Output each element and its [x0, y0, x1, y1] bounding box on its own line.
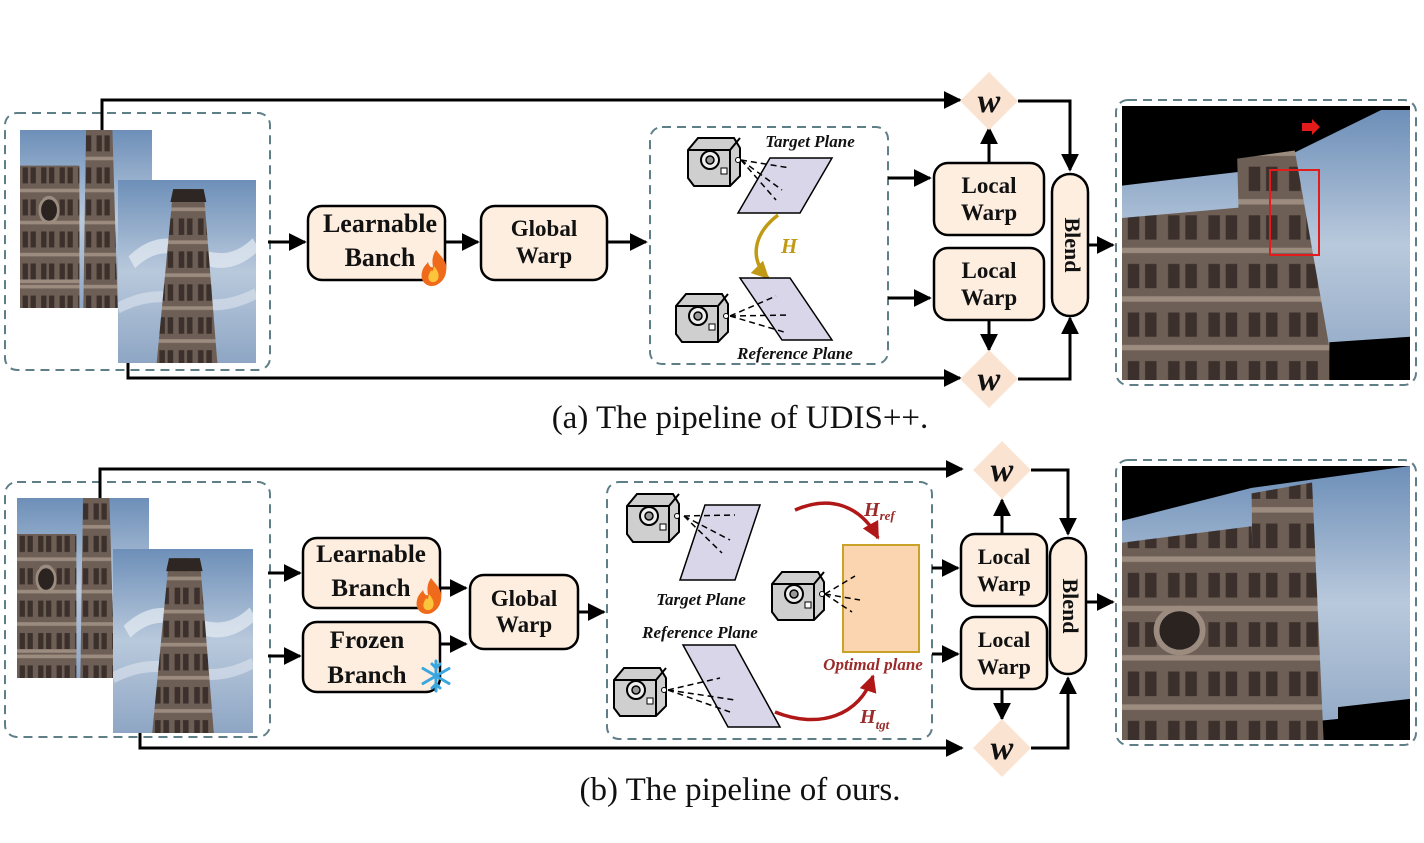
- b-learnable-branch-box: [301, 536, 442, 610]
- a-homography-label: H: [780, 234, 798, 258]
- b-blend-box: [1048, 536, 1088, 676]
- b-optimal-camera-icon: [771, 571, 826, 621]
- a-input-image-target: [118, 180, 256, 363]
- b-bypass-top-arrow: [98, 460, 964, 498]
- b-reference-plane-shape: [681, 644, 782, 728]
- a-target-plane-shape: [736, 157, 834, 214]
- a-caption: (a) The pipeline of UDIS++.: [552, 400, 929, 436]
- b-weight-diamond-bottom: [973, 719, 1031, 777]
- b-output-group: [1115, 459, 1417, 746]
- b-input-image-target: [113, 549, 253, 733]
- b-local1-label-line2: Warp: [977, 571, 1031, 596]
- a-blend-label: Blend: [1060, 217, 1085, 272]
- red-arrow-icon: [1302, 119, 1320, 135]
- b-local2-label-line1: Local: [978, 627, 1031, 652]
- a-output-image: [1122, 106, 1410, 380]
- a-weight-diamond-bottom: [960, 350, 1018, 408]
- a-global-label-line1: Global: [511, 216, 577, 241]
- panel-b: Learnable Branch Frozen Branch Global Wa…: [4, 441, 1417, 808]
- b-local-warp-box-2: [959, 615, 1049, 691]
- b-global-label-line2: Warp: [496, 612, 552, 637]
- b-htgt-main: H: [859, 706, 877, 728]
- b-local2-label-line2: Warp: [977, 654, 1031, 679]
- b-input-group: [4, 481, 271, 738]
- b-frozen-label-line2: Branch: [327, 662, 406, 689]
- a-reference-camera-icon: [675, 293, 730, 343]
- b-href-curve: [794, 501, 880, 540]
- b-reference-plane-label: Reference Plane: [641, 623, 758, 642]
- b-learnable-label-line1: Learnable: [316, 541, 426, 568]
- b-href-sub: ref: [880, 508, 897, 523]
- a-bypass-top-arrow: [100, 91, 962, 130]
- b-htgt-sub: tgt: [876, 717, 890, 732]
- b-weight-label-bottom: w: [991, 730, 1014, 767]
- b-output-image: [1122, 466, 1410, 740]
- a-target-camera-icon: [687, 137, 742, 187]
- b-local-warp-box-1: [959, 532, 1049, 608]
- a-reference-plane-label: Reference Plane: [736, 344, 853, 363]
- a-output-group: [1115, 99, 1417, 386]
- a-learnable-label-line2: Banch: [345, 243, 416, 272]
- b-target-camera-icon: [626, 493, 681, 543]
- a-homography-group: [649, 126, 889, 365]
- b-global-label-line1: Global: [491, 586, 557, 611]
- a-weight-diamond-top: [960, 72, 1018, 130]
- b-weight-diamond-top: [973, 441, 1031, 499]
- b-target-plane-shape: [678, 504, 762, 581]
- a-arrow-w-blend-bottom: [1018, 316, 1079, 381]
- b-learnable-label-line2: Branch: [331, 575, 410, 602]
- b-optimal-plane-shape: [842, 544, 920, 653]
- b-htgt-curve: [774, 674, 877, 722]
- a-arrow-w-blend-top: [1018, 99, 1079, 172]
- flame-icon: [421, 250, 447, 286]
- b-frozen-branch-box: [301, 620, 442, 694]
- a-weight-label-top: w: [978, 83, 1001, 120]
- b-href-main: H: [863, 499, 881, 521]
- a-global-label-line2: Warp: [516, 243, 572, 268]
- a-local2-label-line2: Warp: [961, 285, 1017, 310]
- a-local1-label-line2: Warp: [961, 200, 1017, 225]
- b-local1-label-line1: Local: [978, 544, 1031, 569]
- b-href-label: Href: [863, 499, 896, 523]
- b-homography-group: [606, 481, 933, 740]
- a-homography-curve: [750, 213, 780, 280]
- a-target-plane-label: Target Plane: [765, 132, 855, 151]
- b-reference-camera-icon: [613, 667, 668, 717]
- b-arrow-w-blend-bottom: [1031, 676, 1077, 750]
- panel-a: Learnable Banch Global Warp Target Plane…: [4, 72, 1417, 436]
- b-arrow-w-blend-top: [1031, 468, 1077, 536]
- b-target-plane-label: Target Plane: [656, 590, 746, 609]
- b-blend-label: Blend: [1058, 578, 1083, 633]
- b-optimal-plane-label: Optimal plane: [823, 655, 923, 674]
- b-htgt-label: Htgt: [859, 706, 890, 732]
- b-bypass-bottom-arrow: [138, 733, 964, 757]
- a-local2-label-line1: Local: [962, 258, 1017, 283]
- flame-icon: [416, 578, 442, 614]
- a-local1-label-line1: Local: [962, 173, 1017, 198]
- a-bypass-bottom-arrow: [126, 363, 962, 387]
- a-weight-label-bottom: w: [978, 361, 1001, 398]
- b-caption: (b) The pipeline of ours.: [579, 772, 900, 808]
- b-weight-label-top: w: [991, 452, 1014, 489]
- a-learnable-label-line1: Learnable: [323, 209, 437, 238]
- b-frozen-label-line1: Frozen: [330, 627, 405, 654]
- snowflake-icon: [421, 659, 451, 693]
- a-reference-plane-shape: [738, 277, 834, 341]
